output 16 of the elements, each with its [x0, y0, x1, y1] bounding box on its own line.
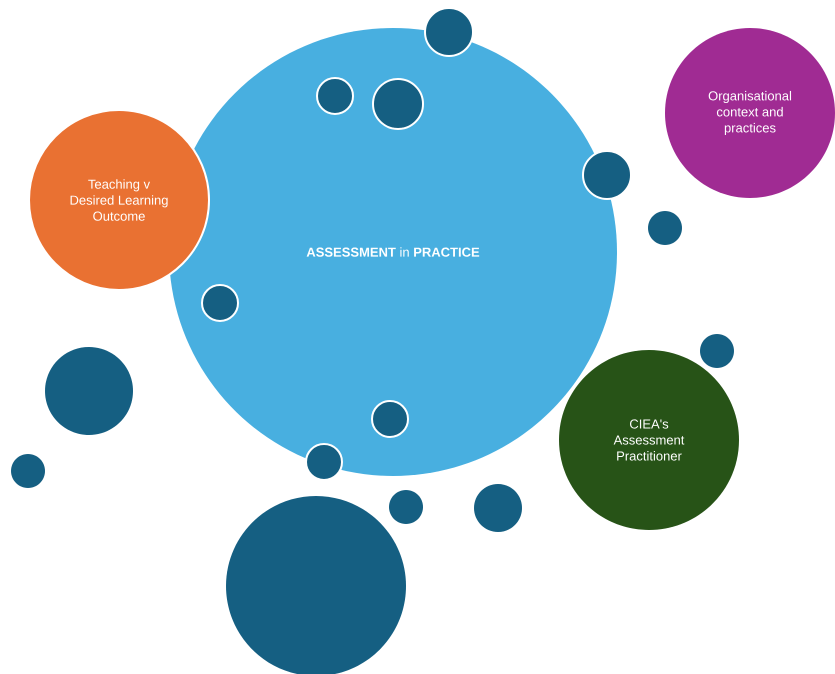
circle: [11, 454, 45, 488]
circle: [305, 443, 343, 481]
circle: [424, 7, 474, 57]
circle: [700, 334, 734, 368]
circle: [474, 484, 522, 532]
circle: [316, 77, 354, 115]
circle: [372, 78, 424, 130]
circle-label: Organisational context and practices: [665, 28, 835, 198]
circle: [371, 400, 409, 438]
circle: [389, 490, 423, 524]
circle: [45, 347, 133, 435]
circle-label: Teaching v Desired Learning Outcome: [28, 109, 210, 291]
circle: [582, 150, 632, 200]
circle: [648, 211, 682, 245]
circle: [201, 284, 239, 322]
circle-label: CIEA's Assessment Practitioner: [559, 350, 739, 530]
